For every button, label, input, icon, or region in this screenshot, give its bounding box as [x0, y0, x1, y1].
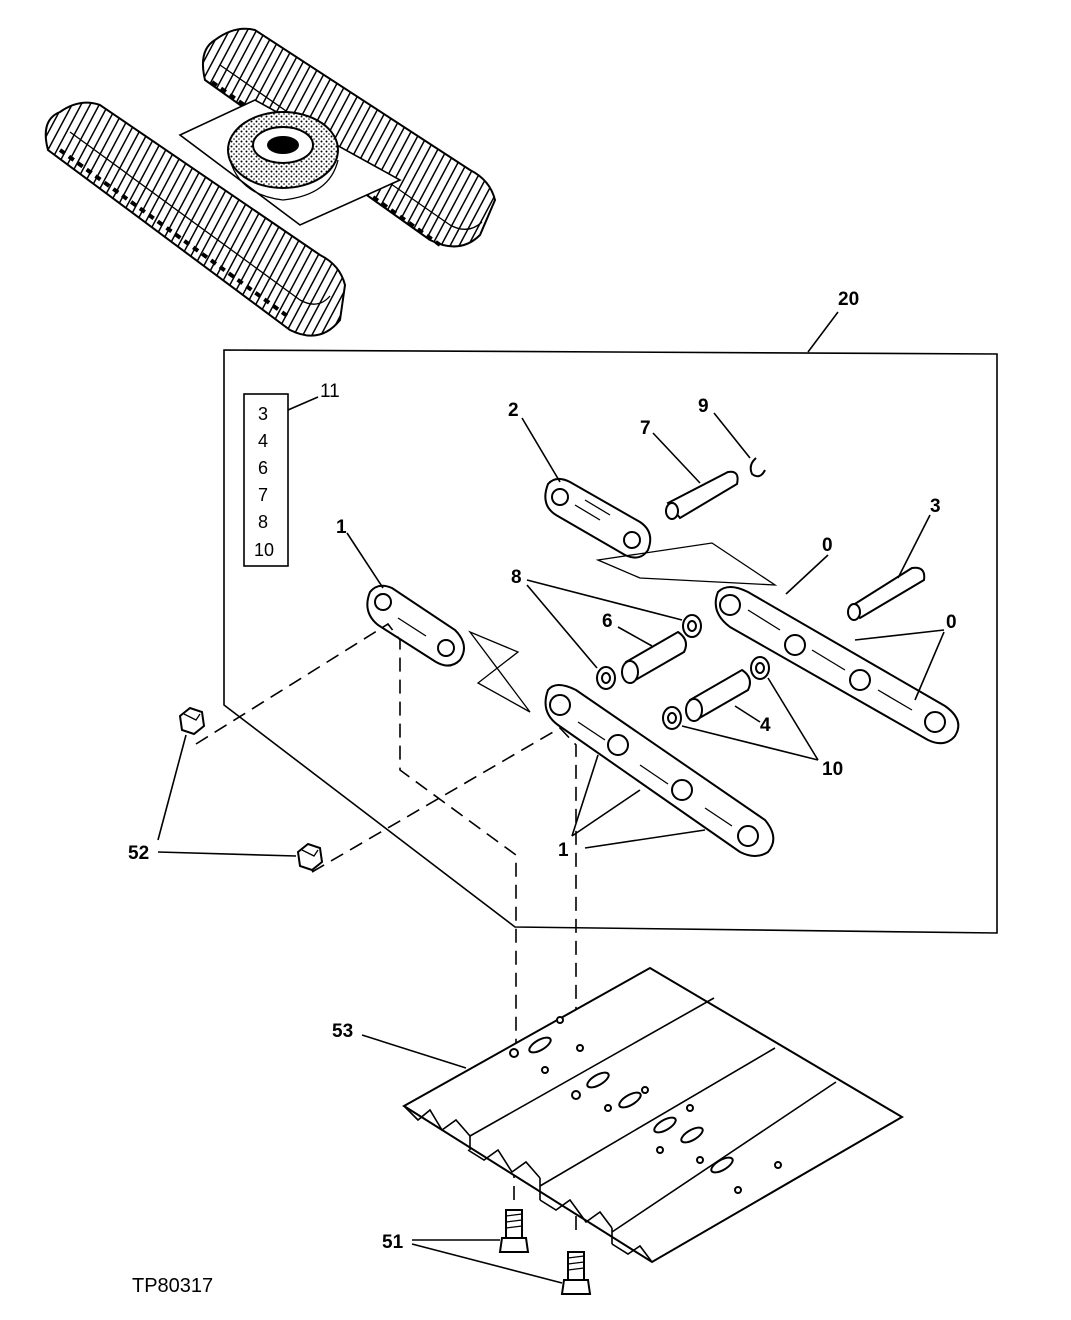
master-pin-part-7	[665, 470, 739, 520]
callout-0-right: 0	[946, 612, 957, 633]
callout-53: 53	[332, 1021, 353, 1042]
ring-part-9	[749, 457, 766, 478]
bolt-part-51-left	[498, 1209, 530, 1253]
nut-part-52-lower	[296, 842, 324, 872]
link-assembly-outline	[223, 349, 998, 934]
master-link-part-2	[544, 478, 652, 559]
kit-item-list: 3 4 6 7 8 10	[254, 404, 274, 560]
callout-3: 3	[930, 496, 941, 517]
callout-1-lower: 1	[558, 840, 569, 861]
kit-item: 4	[258, 431, 268, 451]
track-link-right	[714, 586, 960, 745]
pin-part-3	[847, 566, 926, 621]
kit-box	[243, 393, 289, 567]
callout-11: 11	[320, 381, 340, 402]
callout-52: 52	[128, 843, 149, 864]
callout-51: 51	[382, 1232, 404, 1253]
kit-item: 7	[258, 485, 268, 505]
leader-11	[287, 396, 319, 411]
callout-1-upper: 1	[336, 517, 347, 538]
callout-6: 6	[602, 611, 613, 632]
callout-8: 8	[511, 567, 522, 588]
undercarriage-illustration	[44, 27, 497, 337]
callout-0-upper: 0	[822, 535, 833, 556]
bolt-part-51-right	[560, 1251, 592, 1295]
callout-2: 2	[508, 400, 519, 421]
track-link-part-1-lower	[544, 684, 775, 857]
track-link-part-1-upper	[366, 584, 465, 667]
fastener-path-right	[311, 726, 577, 1090]
kit-item: 8	[258, 512, 268, 532]
callout-4: 4	[760, 715, 771, 736]
kit-item: 6	[258, 458, 268, 478]
bushing-part-6	[621, 630, 687, 684]
callout-10: 10	[822, 759, 843, 780]
fastener-path-left	[195, 622, 517, 1060]
leader-20	[807, 311, 839, 353]
callout-20: 20	[838, 289, 859, 310]
track-shoe-plates-part-53	[402, 966, 904, 1264]
nut-part-52-upper	[178, 706, 206, 736]
kit-item: 10	[254, 540, 274, 560]
bushing-part-4	[685, 668, 751, 722]
callout-7: 7	[640, 418, 651, 439]
kit-item: 3	[258, 404, 268, 424]
figure-id: TP80317	[132, 1275, 213, 1297]
callout-9: 9	[698, 396, 709, 417]
